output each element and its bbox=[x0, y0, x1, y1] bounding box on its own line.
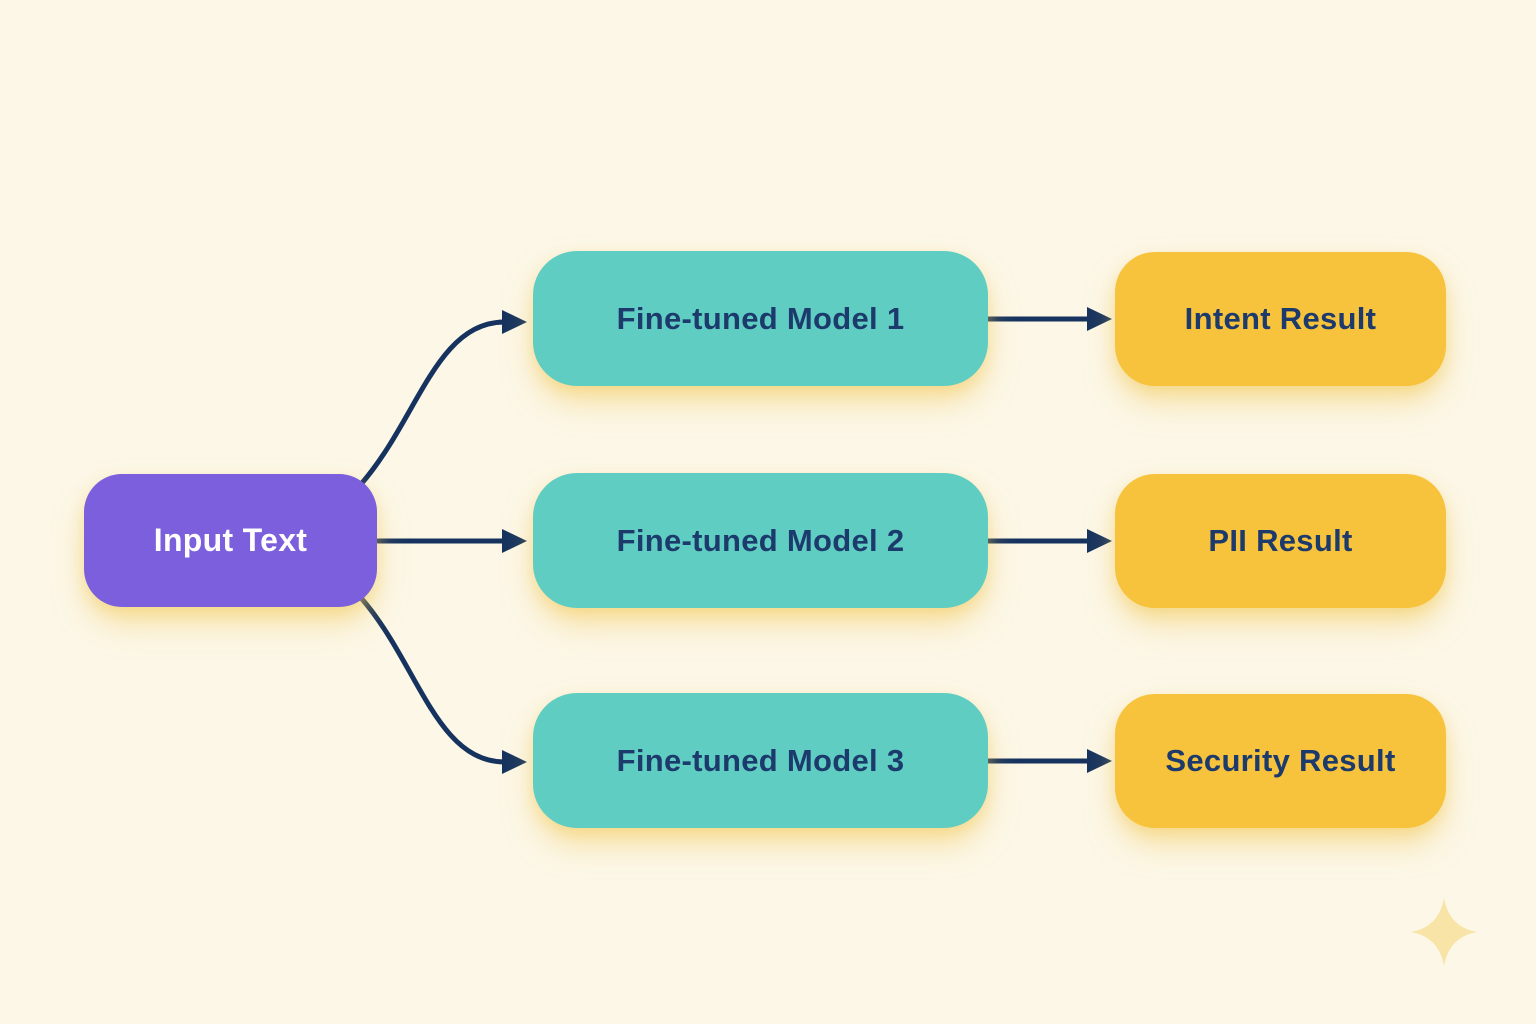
node-fine-tuned-model-3-label: Fine-tuned Model 3 bbox=[616, 742, 905, 778]
node-security-result-label: Security Result bbox=[1165, 743, 1396, 778]
node-pii-result: PII Result bbox=[1115, 474, 1446, 608]
arrow-model2-to-pii bbox=[985, 529, 1112, 553]
arrow-input-to-model1 bbox=[359, 310, 527, 486]
node-security-result: Security Result bbox=[1115, 694, 1446, 828]
node-fine-tuned-model-2-label: Fine-tuned Model 2 bbox=[616, 522, 905, 558]
node-input-text-label: Input Text bbox=[153, 522, 308, 558]
node-intent-result: Intent Result bbox=[1115, 252, 1446, 386]
arrow-input-to-model3 bbox=[359, 596, 527, 774]
node-intent-result-label: Intent Result bbox=[1184, 301, 1377, 336]
arrow-input-to-model2 bbox=[375, 529, 527, 553]
node-fine-tuned-model-1-label: Fine-tuned Model 1 bbox=[616, 300, 905, 336]
node-pii-result-label: PII Result bbox=[1208, 523, 1353, 558]
node-input-text: Input Text bbox=[84, 474, 377, 607]
node-fine-tuned-model-2: Fine-tuned Model 2 bbox=[533, 473, 988, 608]
arrow-model3-to-security bbox=[985, 749, 1112, 773]
sparkle-icon bbox=[1411, 898, 1477, 966]
node-fine-tuned-model-1: Fine-tuned Model 1 bbox=[533, 251, 988, 386]
node-fine-tuned-model-3: Fine-tuned Model 3 bbox=[533, 693, 988, 828]
arrow-model1-to-intent bbox=[985, 307, 1112, 331]
